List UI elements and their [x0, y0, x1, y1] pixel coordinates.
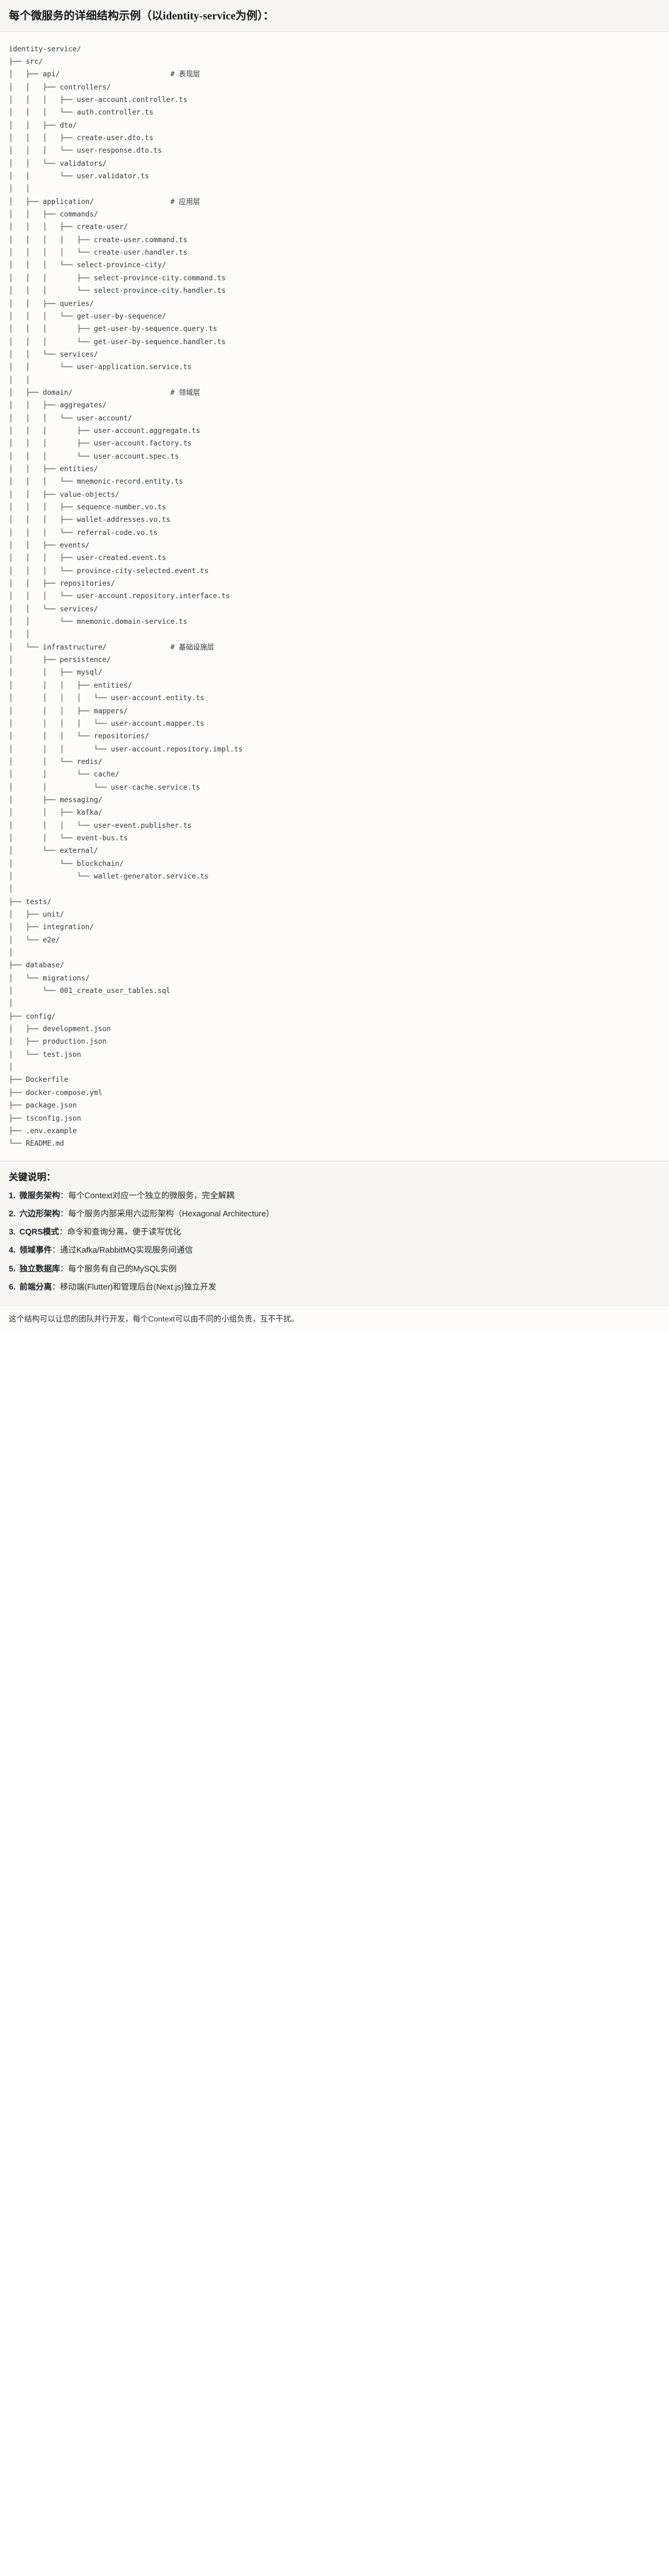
key-point-label: 前端分离	[19, 1281, 53, 1291]
page-title: 每个微服务的详细结构示例（以identity-service为例）：	[9, 9, 274, 22]
list-item: CQRS模式：命令和查询分离，便于读写优化	[9, 1226, 660, 1238]
list-item: 独立数据库：每个服务有自己的MySQL实例	[9, 1263, 660, 1275]
list-item: 微服务架构：每个Context对应一个独立的微服务，完全解耦	[9, 1189, 660, 1202]
key-point-text: ：每个Context对应一个独立的微服务，完全解耦	[60, 1190, 234, 1200]
key-points-title: 关键说明：	[9, 1172, 56, 1183]
key-point-label: 六边形架构	[19, 1208, 61, 1218]
key-point-text: ：每个服务内部采用六边形架构（Hexagonal Architecture）	[60, 1208, 274, 1218]
key-point-label: 微服务架构	[19, 1190, 61, 1200]
key-point-text: ：命令和查询分离，便于读写优化	[59, 1227, 181, 1237]
key-point-label: 领域事件	[19, 1245, 53, 1255]
directory-tree: identity-service/ ├── src/ │ ├── api/ # …	[9, 44, 243, 1148]
footer-section: 这个结构可以让您的团队并行开发，每个Context可以由不同的小组负责，互不干扰…	[0, 1305, 669, 1334]
key-point-label: 独立数据库	[19, 1263, 61, 1273]
closing-note: 这个结构可以让您的团队并行开发，每个Context可以由不同的小组负责，互不干扰…	[9, 1315, 299, 1324]
list-item: 领域事件：通过Kafka/RabbitMQ实现服务间通信	[9, 1244, 660, 1256]
code-block-section: identity-service/ ├── src/ │ ├── api/ # …	[0, 31, 669, 1161]
key-points-list: 微服务架构：每个Context对应一个独立的微服务，完全解耦 六边形架构：每个服…	[9, 1189, 660, 1293]
list-item: 六边形架构：每个服务内部采用六边形架构（Hexagonal Architectu…	[9, 1208, 660, 1220]
key-point-text: ：每个服务有自己的MySQL实例	[60, 1263, 177, 1273]
heading-section: 每个微服务的详细结构示例（以identity-service为例）：	[0, 0, 669, 32]
key-points-section: 关键说明： 微服务架构：每个Context对应一个独立的微服务，完全解耦 六边形…	[0, 1160, 669, 1306]
key-point-text: ：移动端(Flutter)和管理后台(Next.js)独立开发	[52, 1281, 216, 1291]
key-point-text: ：通过Kafka/RabbitMQ实现服务间通信	[52, 1245, 193, 1255]
list-item: 前端分离：移动端(Flutter)和管理后台(Next.js)独立开发	[9, 1281, 660, 1293]
key-point-label: CQRS模式	[19, 1227, 59, 1237]
document-page: 每个微服务的详细结构示例（以identity-service为例）： ident…	[0, 0, 669, 1334]
